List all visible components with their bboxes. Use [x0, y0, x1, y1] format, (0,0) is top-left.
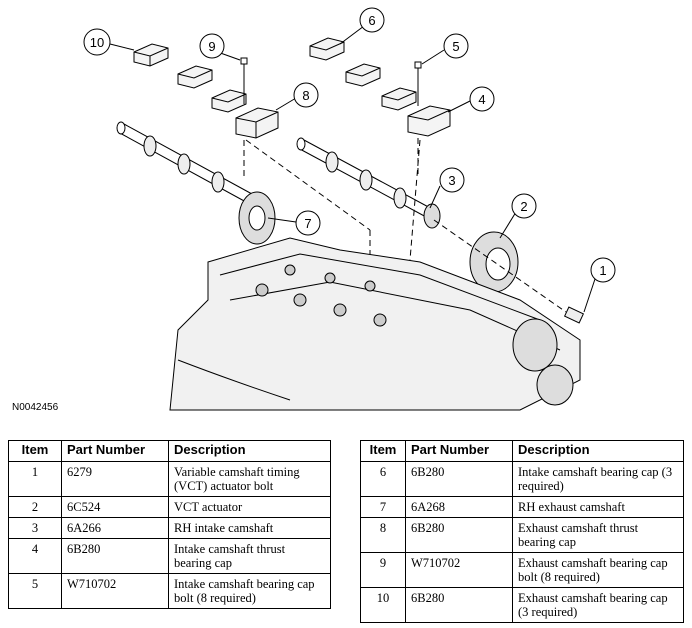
description-cell: Intake camshaft thrust bearing cap — [168, 538, 331, 574]
exhaust-bearing-cap — [133, 43, 169, 67]
table-row: 5 W710702 Intake camshaft bearing cap bo… — [8, 573, 331, 609]
intake-thrust-bearing-cap — [407, 105, 451, 137]
item-cell: 9 — [360, 552, 406, 588]
part-number-cell: W710702 — [405, 552, 513, 588]
callout-2: 2 — [511, 193, 537, 219]
description-cell: RH intake camshaft — [168, 517, 331, 539]
item-cell: 10 — [360, 587, 406, 623]
item-cell: 4 — [8, 538, 62, 574]
table-row: 6 6B280 Intake camshaft bearing cap (3 r… — [360, 461, 684, 497]
description-cell: Intake camshaft bearing cap (3 required) — [512, 461, 684, 497]
svg-text:2: 2 — [520, 199, 527, 214]
description-cell: Exhaust camshaft bearing cap (3 required… — [512, 587, 684, 623]
item-cell: 6 — [360, 461, 406, 497]
cylinder-head — [169, 237, 581, 411]
exploded-camshaft-illustration: 10 6 9 5 8 4 3 2 7 1 — [83, 7, 616, 411]
part-number-cell: 6C524 — [61, 496, 169, 518]
intake-bearing-cap — [345, 63, 381, 87]
header-part-number: Part Number — [405, 440, 513, 462]
table-row: 9 W710702 Exhaust camshaft bearing cap b… — [360, 552, 684, 588]
figure-id: N0042456 — [12, 402, 59, 413]
description-cell: Intake camshaft bearing cap bolt (8 requ… — [168, 573, 331, 609]
intake-bearing-cap — [309, 37, 345, 61]
exhaust-cap-bolt — [240, 57, 248, 104]
item-cell: 8 — [360, 517, 406, 553]
item-cell: 3 — [8, 517, 62, 539]
header-item: Item — [8, 440, 62, 462]
svg-text:1: 1 — [599, 263, 606, 278]
part-number-cell: W710702 — [61, 573, 169, 609]
table-row: 4 6B280 Intake camshaft thrust bearing c… — [8, 538, 331, 574]
table-row: 2 6C524 VCT actuator — [8, 496, 331, 518]
callout-7: 7 — [295, 210, 321, 236]
callout-4: 4 — [469, 86, 495, 112]
exhaust-bearing-cap — [177, 65, 213, 89]
table-row: 3 6A266 RH intake camshaft — [8, 517, 331, 539]
exhaust-bearing-cap — [211, 89, 247, 113]
vct-actuator-bolt — [563, 306, 585, 324]
parts-table-left: Item Part Number Description 1 6279 Vari… — [8, 440, 331, 609]
description-cell: Exhaust camshaft thrust bearing cap — [512, 517, 684, 553]
part-number-cell: 6A268 — [405, 496, 513, 518]
part-number-cell: 6B280 — [61, 538, 169, 574]
intake-bearing-cap — [381, 87, 417, 111]
header-part-number: Part Number — [61, 440, 169, 462]
svg-text:5: 5 — [452, 39, 459, 54]
table-row: 10 6B280 Exhaust camshaft bearing cap (3… — [360, 587, 684, 623]
part-number-cell: 6B280 — [405, 587, 513, 623]
table-header-row: Item Part Number Description — [8, 440, 331, 462]
callout-6: 6 — [359, 7, 385, 33]
exhaust-camshaft — [116, 121, 276, 245]
callout-10: 10 — [83, 28, 111, 56]
exhaust-thrust-bearing-cap — [235, 107, 279, 139]
table-row: 1 6279 Variable camshaft timing (VCT) ac… — [8, 461, 331, 497]
item-cell: 1 — [8, 461, 62, 497]
header-description: Description — [168, 440, 331, 462]
item-cell: 5 — [8, 573, 62, 609]
callout-1: 1 — [590, 257, 616, 283]
description-cell: Variable camshaft timing (VCT) actuator … — [168, 461, 331, 497]
callout-9: 9 — [199, 33, 225, 59]
svg-text:4: 4 — [478, 92, 485, 107]
svg-text:9: 9 — [208, 39, 215, 54]
part-number-cell: 6B280 — [405, 517, 513, 553]
intake-cap-bolt — [414, 61, 422, 106]
item-cell: 2 — [8, 496, 62, 518]
callout-3: 3 — [439, 167, 465, 193]
part-number-cell: 6B280 — [405, 461, 513, 497]
callout-8: 8 — [293, 82, 319, 108]
parts-table-right: Item Part Number Description 6 6B280 Int… — [360, 440, 684, 623]
description-cell: Exhaust camshaft bearing cap bolt (8 req… — [512, 552, 684, 588]
part-number-cell: 6279 — [61, 461, 169, 497]
svg-text:6: 6 — [368, 13, 375, 28]
table-row: 7 6A268 RH exhaust camshaft — [360, 496, 684, 518]
svg-text:10: 10 — [90, 35, 104, 50]
header-description: Description — [512, 440, 684, 462]
part-number-cell: 6A266 — [61, 517, 169, 539]
item-cell: 7 — [360, 496, 406, 518]
table-row: 8 6B280 Exhaust camshaft thrust bearing … — [360, 517, 684, 553]
svg-text:3: 3 — [448, 173, 455, 188]
description-cell: VCT actuator — [168, 496, 331, 518]
intake-camshaft — [296, 137, 441, 229]
description-cell: RH exhaust camshaft — [512, 496, 684, 518]
svg-text:8: 8 — [302, 88, 309, 103]
table-header-row: Item Part Number Description — [360, 440, 684, 462]
header-item: Item — [360, 440, 406, 462]
callout-5: 5 — [443, 33, 469, 59]
svg-text:7: 7 — [304, 216, 311, 231]
